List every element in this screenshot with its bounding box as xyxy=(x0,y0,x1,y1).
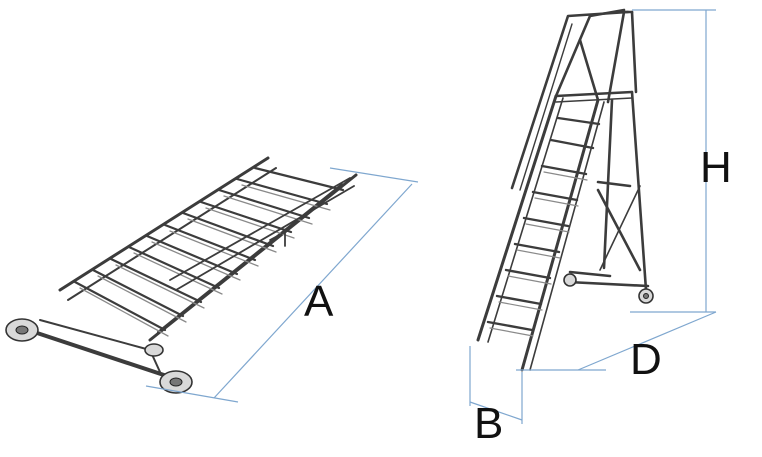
wheel-icon xyxy=(159,370,193,394)
platform-ladder-steps xyxy=(486,116,601,332)
folded-ladder-handrail xyxy=(169,177,355,291)
platform-ladder-step-edges xyxy=(489,171,588,337)
platform-ladder-stringers xyxy=(476,94,605,372)
dimension-a-label: A xyxy=(304,277,334,326)
platform-ladder-platform xyxy=(554,90,634,103)
platform-ladder-rear-frame xyxy=(566,90,650,292)
dimension-b-lines xyxy=(469,346,523,424)
dimension-d-lines xyxy=(516,311,717,371)
wheel-icon xyxy=(144,343,164,357)
dimension-h-label: H xyxy=(700,143,732,192)
platform-ladder xyxy=(476,8,654,372)
dimension-a-lines xyxy=(145,167,419,403)
dimension-h-lines xyxy=(630,9,716,313)
wheel-icon xyxy=(638,288,654,304)
dimension-b-label: B xyxy=(474,399,504,448)
folded-ladder xyxy=(5,156,358,394)
wheel-icon xyxy=(563,273,577,287)
platform-ladder-handrails xyxy=(510,8,638,191)
dimension-d-label: D xyxy=(630,335,662,384)
wheel-icon xyxy=(5,318,39,342)
folded-ladder-steps xyxy=(73,166,345,332)
